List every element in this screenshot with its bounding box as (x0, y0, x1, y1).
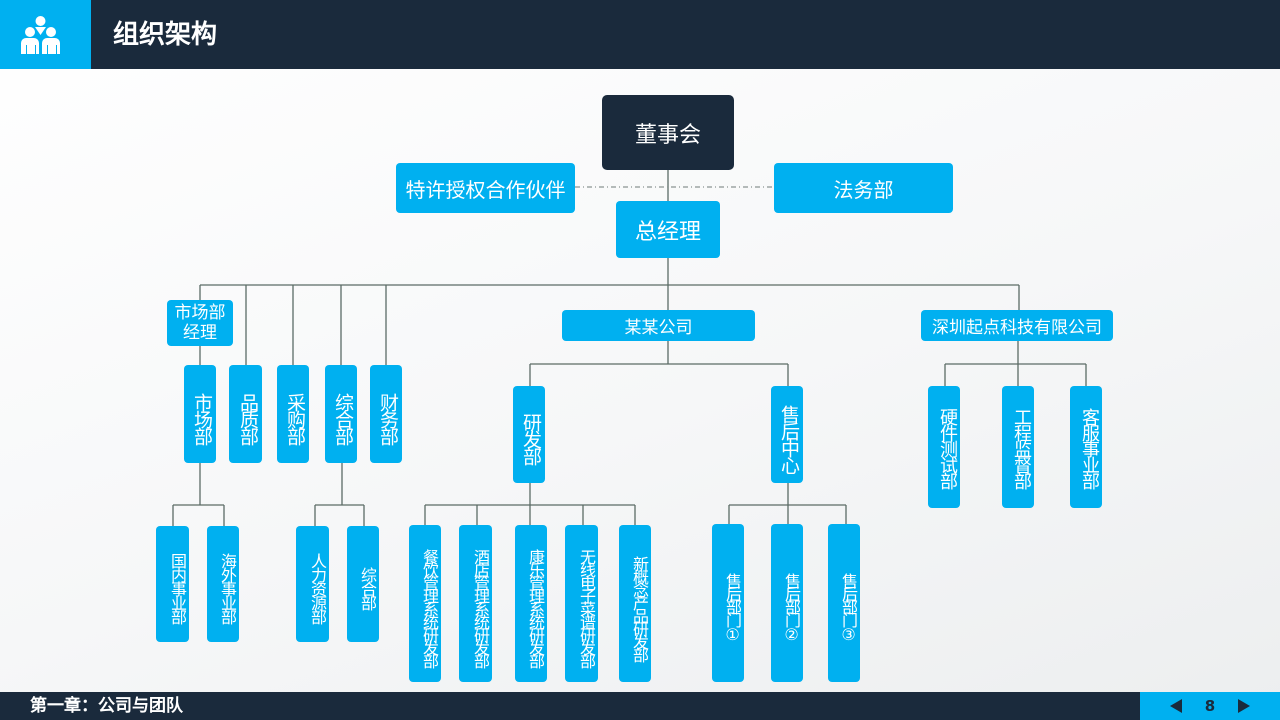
rd-sub-node[interactable]: 餐饮管理系统研发部 (409, 525, 441, 682)
legal-dept-node[interactable]: 法务部 (774, 163, 953, 213)
after-sales-sub-node[interactable]: 售后部门① (712, 524, 744, 682)
rd-sub-node[interactable]: 新概念产品研发部 (619, 525, 651, 682)
rd-dept-node[interactable]: 研发部 (513, 386, 545, 483)
chapter-label: 第一章：公司与团队 (30, 696, 183, 716)
after-sales-sub-node[interactable]: 售后部门③ (828, 524, 860, 682)
page-title: 组织架构 (113, 20, 218, 50)
market-manager-node[interactable]: 市场部经理 (167, 300, 233, 346)
triangle-left-icon[interactable] (1170, 699, 1182, 713)
triangle-right-icon[interactable] (1238, 699, 1250, 713)
footer-bar: 第一章：公司与团队 (0, 692, 1280, 720)
company-b-node[interactable]: 深圳起点科技有限公司 (921, 310, 1113, 341)
dept-node[interactable]: 采购部 (277, 365, 309, 463)
company-b-dept-node[interactable]: 工程监督部 (1002, 386, 1034, 508)
dept-node[interactable]: 财务部 (370, 365, 402, 463)
sub-dept-node[interactable]: 人力资源部 (296, 526, 329, 642)
header-bar: 组织架构 (0, 0, 1280, 69)
rd-sub-node[interactable]: 酒店管理系统研发部 (459, 525, 492, 682)
header-icon-box (0, 0, 91, 69)
general-manager-node[interactable]: 总经理 (616, 201, 720, 258)
sub-dept-node[interactable]: 综合部 (347, 526, 379, 642)
rd-sub-node[interactable]: 无线电子菜谱研发部 (565, 525, 598, 682)
company-b-dept-node[interactable]: 硬件测试部 (928, 386, 960, 508)
pager: 8 (1140, 692, 1280, 720)
after-sales-center-node[interactable]: 售后中心 (771, 386, 803, 483)
team-icon (21, 16, 60, 54)
sub-dept-node[interactable]: 国内事业部 (156, 526, 189, 642)
company-b-dept-node[interactable]: 客服事业部 (1070, 386, 1102, 508)
sub-dept-node[interactable]: 海外事业部 (207, 526, 239, 642)
dept-node[interactable]: 品质部 (229, 365, 262, 463)
page-number: 8 (1204, 697, 1216, 715)
dept-node[interactable]: 综合部 (325, 365, 357, 463)
after-sales-sub-node[interactable]: 售后部门② (771, 524, 803, 682)
board-node[interactable]: 董事会 (602, 95, 734, 170)
rd-sub-node[interactable]: 康乐管理系统研发部 (515, 525, 547, 682)
franchise-partner-node[interactable]: 特许授权合作伙伴 (396, 163, 575, 213)
company-a-node[interactable]: 某某公司 (562, 310, 755, 341)
dept-node[interactable]: 市场部 (184, 365, 216, 463)
